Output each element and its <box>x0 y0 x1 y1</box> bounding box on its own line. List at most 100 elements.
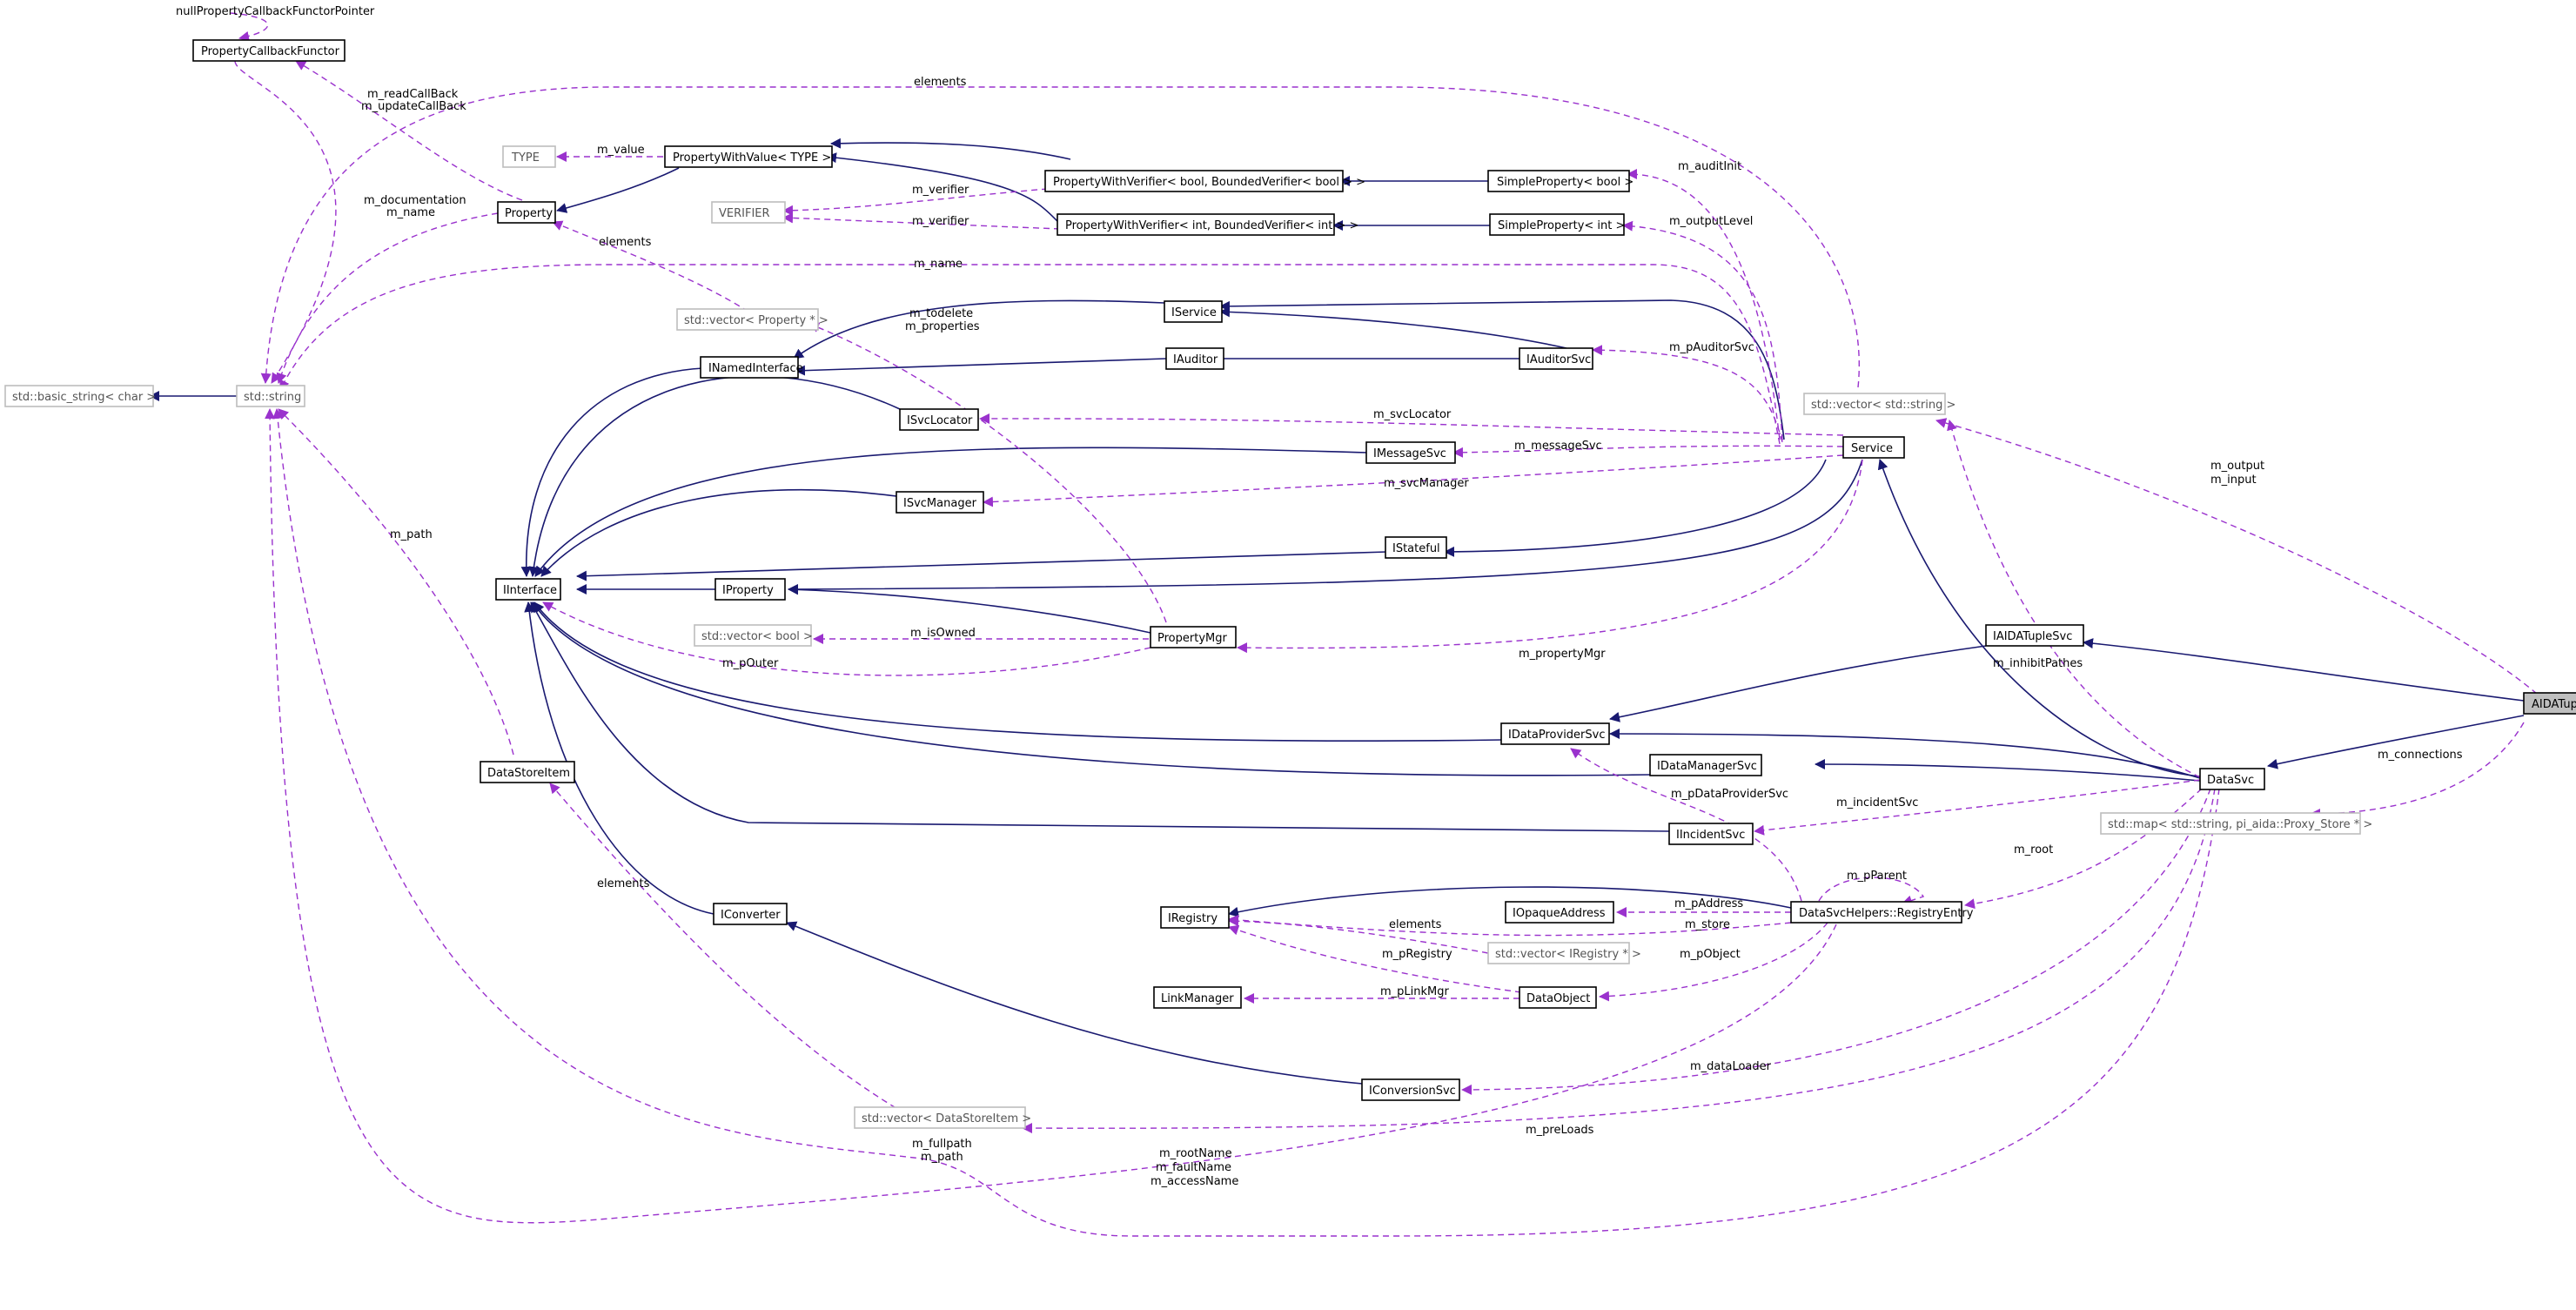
node-linkmanager[interactable]: LinkManager <box>1153 986 1242 1009</box>
edge-dataobject-pregistry <box>1228 924 1522 993</box>
node-iproperty[interactable]: IProperty <box>714 578 786 601</box>
edge-label-pdataprovidersvc: m_pDataProviderSvc <box>1671 788 1788 801</box>
node-label-nullpropertycallbackfunctorpointer: nullPropertyCallbackFunctorPointer <box>176 5 375 18</box>
node-vector-property[interactable]: std::vector< Property * > <box>676 308 828 331</box>
edge-service-auditinit <box>1627 169 1781 440</box>
node-iauditorsvc[interactable]: IAuditorSvc <box>1519 347 1593 370</box>
edge-elements-vecstring-to-string <box>260 86 1860 388</box>
edge-vecproperty-elements-to-property <box>552 220 749 312</box>
edge-label-inhibitpathes: m_inhibitPathes <box>1993 657 2083 670</box>
edge-label-documentation: m_documentation <box>364 194 466 207</box>
edge-datastoreitem-path <box>278 408 514 756</box>
node-dataobject[interactable]: DataObject <box>1519 986 1597 1009</box>
usage-edges <box>230 12 2538 1237</box>
node-iservice[interactable]: IService <box>1164 300 1223 323</box>
edge-service-to-iproperty <box>788 459 1863 595</box>
node-inamedinterface[interactable]: INamedInterface <box>700 356 803 379</box>
node-iconversionsvc[interactable]: IConversionSvc <box>1361 1078 1460 1101</box>
node-iincidentsvc[interactable]: IIncidentSvc <box>1668 823 1754 845</box>
node-iconverter[interactable]: IConverter <box>713 903 788 925</box>
edge-propertymgr-pouter <box>542 601 1151 676</box>
node-propertywithvalue[interactable]: PropertyWithValue< TYPE > <box>664 145 833 168</box>
node-service[interactable]: Service <box>1842 436 1905 459</box>
edge-label-plinkmgr: m_pLinkMgr <box>1380 985 1450 998</box>
node-imessagesvc[interactable]: IMessageSvc <box>1365 441 1456 464</box>
edge-service-propertymgr <box>1237 459 1863 654</box>
node-label-type: TYPE <box>511 151 540 165</box>
edge-property-doc-to-string <box>276 212 499 384</box>
node-istateful[interactable]: IStateful <box>1385 536 1447 559</box>
node-std-string[interactable]: std::string <box>236 385 305 407</box>
edge-label-preloads: m_preLoads <box>1526 1124 1594 1137</box>
edge-iauditor-to-inamed <box>795 358 1167 376</box>
edge-label-fullpath: m_fullpath <box>912 1138 972 1151</box>
node-propertycallbackfunctor[interactable]: PropertyCallbackFunctor <box>192 39 345 62</box>
node-label-std-string: std::string <box>244 391 301 404</box>
edge-registry-to-iregistry <box>1228 886 1792 917</box>
node-vector-string[interactable]: std::vector< std::string > <box>1803 393 1955 415</box>
edge-inamed-to-iinterface <box>520 367 704 577</box>
edge-iaidatuplesvc-to-idataprovider <box>1609 645 1987 722</box>
edge-label-connections: m_connections <box>2378 749 2463 762</box>
node-type[interactable]: TYPE <box>502 145 556 168</box>
node-basic-string[interactable]: std::basic_string< char > <box>4 385 156 407</box>
edge-label-value: m_value <box>597 144 645 157</box>
node-iregistry[interactable]: IRegistry <box>1160 906 1230 929</box>
edge-service-to-istateful <box>1444 459 1827 557</box>
edge-datasvc-rootname-to-string <box>272 408 2220 1237</box>
edge-service-name-to-string <box>279 264 1781 445</box>
node-isvcmanager[interactable]: ISvcManager <box>896 491 984 514</box>
node-label-iregistry: IRegistry <box>1168 912 1218 925</box>
node-property[interactable]: Property <box>497 201 556 224</box>
edge-label-pouter: m_pOuter <box>722 657 779 670</box>
edge-isvcmanager-to-iinterface <box>540 488 897 577</box>
edge-istateful-to-iinterface <box>576 551 1388 581</box>
edge-vecdatastoreitem-elements <box>549 783 915 1119</box>
edge-label-faultname: m_faultName <box>1156 1161 1231 1174</box>
node-iinterface[interactable]: IInterface <box>495 578 561 601</box>
node-label-map-proxy-store: std::map< std::string, pi_aida::Proxy_St… <box>2108 818 2372 831</box>
edge-label-outputlevel: m_outputLevel <box>1669 215 1753 228</box>
node-idataprovidersvc[interactable]: IDataProviderSvc <box>1500 722 1610 745</box>
node-propertywithverifier-bool[interactable]: PropertyWithVerifier< bool, BoundedVerif… <box>1044 170 1365 192</box>
node-idatamanagersvc[interactable]: IDataManagerSvc <box>1649 754 1762 776</box>
edge-label-svcmanager: m_svcManager <box>1384 477 1469 490</box>
node-label-imessagesvc: IMessageSvc <box>1373 447 1446 460</box>
node-vector-datastoreitem[interactable]: std::vector< DataStoreItem > <box>854 1106 1031 1129</box>
node-propertywithverifier-int[interactable]: PropertyWithVerifier< int, BoundedVerifi… <box>1057 213 1358 236</box>
node-iaidatuplesvc[interactable]: IAIDATupleSvc <box>1985 624 2084 647</box>
node-map-proxy-store[interactable]: std::map< std::string, pi_aida::Proxy_St… <box>2100 812 2372 835</box>
node-isvclocator[interactable]: ISvcLocator <box>899 408 979 431</box>
edge-aidatuple-connections <box>2310 722 2525 819</box>
node-datasvc[interactable]: DataSvc <box>2199 768 2265 790</box>
node-iauditor[interactable]: IAuditor <box>1165 347 1224 370</box>
node-vector-bool[interactable]: std::vector< bool > <box>694 624 813 647</box>
edge-datasvc-dataloader <box>1461 788 2211 1095</box>
node-vector-iregistry[interactable]: std::vector< IRegistry * > <box>1487 942 1641 964</box>
edge-label-elements-vec: elements <box>599 236 652 249</box>
edge-datasvc-root <box>1964 788 2203 910</box>
edge-registry-pparent-loop <box>1818 877 1925 906</box>
node-registryentry[interactable]: DataSvcHelpers::RegistryEntry <box>1790 901 1974 924</box>
edge-label-elements-top: elements <box>914 76 967 89</box>
edge-iauditorsvc-to-iservice <box>1219 306 1567 349</box>
node-simpleproperty-bool[interactable]: SimpleProperty< bool > <box>1487 170 1633 192</box>
node-label-property: Property <box>505 207 553 220</box>
node-propertymgr[interactable]: PropertyMgr <box>1150 626 1237 648</box>
edge-pwvbool-to-pwv <box>830 138 1071 160</box>
edge-label-elements-ds: elements <box>597 877 650 890</box>
edge-datasvc-preloads <box>1022 788 2216 1134</box>
edge-label-pauditorsvc: m_pAuditorSvc <box>1669 341 1754 354</box>
edge-service-messagesvc <box>1452 445 1844 458</box>
edge-aidatuple-output-vecstring <box>1935 418 2538 695</box>
edge-datasvc-to-idatamanager <box>1815 759 2201 782</box>
node-simpleproperty-int[interactable]: SimpleProperty< int > <box>1489 213 1625 236</box>
node-aidatuplesvc[interactable]: AIDATupleSvc <box>2523 692 2576 715</box>
node-verifier[interactable]: VERIFIER <box>711 201 786 224</box>
node-iopaqueaddress[interactable]: IOpaqueAddress <box>1505 901 1614 924</box>
edge-label-updatecallback: m_updateCallBack <box>361 100 466 113</box>
node-label-vector-string: std::vector< std::string > <box>1811 399 1955 412</box>
node-datastoreitem[interactable]: DataStoreItem <box>480 761 575 783</box>
edge-datasvc-inhibitpathes <box>1947 420 2201 778</box>
edge-label-root: m_root <box>2014 843 2053 857</box>
